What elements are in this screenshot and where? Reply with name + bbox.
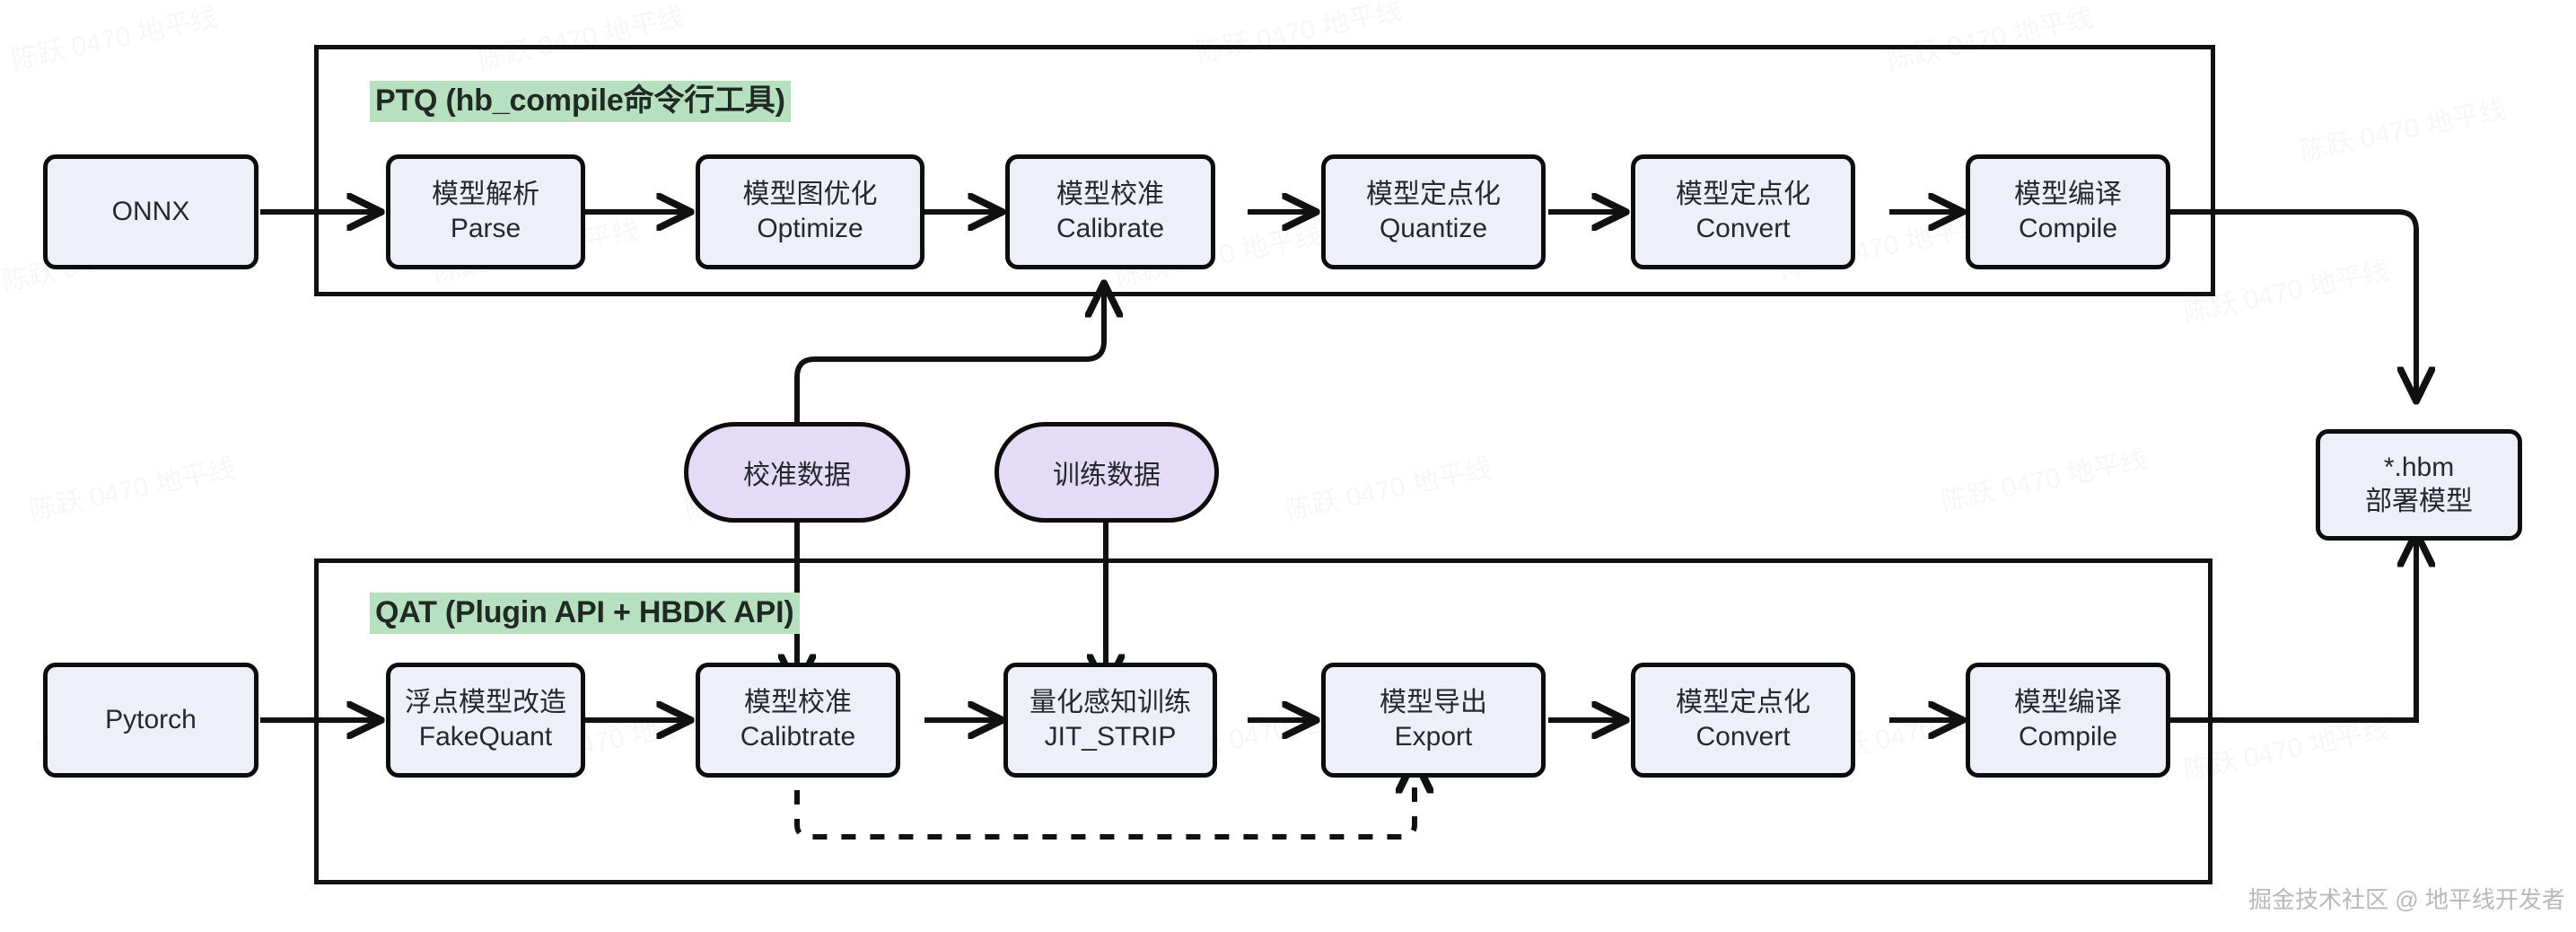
- node-label-cn: 模型解析: [432, 179, 539, 209]
- node-label-cn: 浮点模型改造: [405, 687, 566, 717]
- edge-compile2-to-hbm: [2168, 539, 2416, 723]
- data-node-calib-data[interactable]: 校准数据: [684, 422, 910, 523]
- qat-node-export[interactable]: 模型导出 Export: [1321, 663, 1546, 778]
- output-node-hbm[interactable]: *.hbm 部署模型: [2316, 429, 2522, 541]
- qat-node-compile[interactable]: 模型编译 Compile: [1966, 663, 2170, 778]
- node-label-en: Compile: [2018, 722, 2118, 752]
- node-label-cn: 量化感知训练: [1030, 687, 1191, 717]
- ptq-node-compile[interactable]: 模型编译 Compile: [1966, 154, 2170, 269]
- qat-node-jitstrip[interactable]: 量化感知训练 JIT_STRIP: [1003, 663, 1217, 778]
- node-label-en: Compile: [2018, 214, 2118, 243]
- qat-node-calibtrate[interactable]: 模型校准 Calibtrate: [696, 663, 900, 778]
- node-label-cn: 模型图优化: [742, 179, 878, 209]
- node-label-en: Convert: [1695, 214, 1791, 243]
- node-label-line1: *.hbm: [2383, 452, 2455, 482]
- node-label-cn: 模型定点化: [1676, 687, 1810, 717]
- node-label: 校准数据: [743, 461, 851, 490]
- footer-credit: 掘金技术社区 @ 地平线开发者: [2248, 886, 2565, 913]
- node-label-en: Optimize: [757, 214, 863, 243]
- node-label-cn: 模型定点化: [1676, 179, 1810, 209]
- node-label-en: Quantize: [1379, 214, 1488, 243]
- ptq-node-parse[interactable]: 模型解析 Parse: [386, 154, 585, 269]
- ptq-node-calibrate[interactable]: 模型校准 Calibrate: [1005, 154, 1215, 269]
- ptq-node-optimize[interactable]: 模型图优化 Optimize: [696, 154, 924, 269]
- ptq-node-quantize[interactable]: 模型定点化 Quantize: [1321, 154, 1546, 269]
- edge-calibtrate-to-export-dashed: [794, 761, 1415, 840]
- node-label-cn: 模型编译: [2014, 179, 2122, 209]
- node-label-en: Calibrate: [1056, 214, 1165, 243]
- data-node-train-data[interactable]: 训练数据: [994, 422, 1219, 523]
- ptq-group-container: [314, 45, 2215, 296]
- node-label-cn: 模型校准: [744, 687, 852, 717]
- node-label-cn: 模型定点化: [1366, 179, 1501, 209]
- qat-node-convert[interactable]: 模型定点化 Convert: [1631, 663, 1855, 778]
- node-label-line2: 部署模型: [2365, 487, 2473, 516]
- node-label-en: Convert: [1695, 722, 1791, 752]
- qat-group-title: QAT (Plugin API + HBDK API): [370, 593, 800, 635]
- node-label-en: JIT_STRIP: [1044, 722, 1177, 752]
- node-label-cn: 模型编译: [2014, 687, 2122, 717]
- node-label-en: Calibtrate: [740, 722, 856, 752]
- ptq-group-title: PTQ (hb_compile命令行工具): [370, 81, 791, 123]
- qat-node-fakequant[interactable]: 浮点模型改造 FakeQuant: [386, 663, 585, 778]
- node-label-en: Export: [1394, 722, 1473, 752]
- edge-compile-to-hbm: [2168, 209, 2416, 395]
- input-node-onnx[interactable]: ONNX: [43, 154, 258, 269]
- edge-calibdata-to-calibrate: [794, 289, 1104, 424]
- ptq-node-convert[interactable]: 模型定点化 Convert: [1631, 154, 1855, 269]
- node-label-cn: 模型校准: [1056, 179, 1164, 209]
- node-label: 训练数据: [1053, 461, 1161, 490]
- node-label-cn: 模型导出: [1380, 687, 1487, 717]
- node-label-en: Parse: [450, 214, 521, 243]
- node-label-en: FakeQuant: [418, 722, 553, 752]
- node-label: Pytorch: [105, 704, 197, 734]
- input-node-pytorch[interactable]: Pytorch: [43, 663, 258, 778]
- node-label: ONNX: [111, 196, 190, 226]
